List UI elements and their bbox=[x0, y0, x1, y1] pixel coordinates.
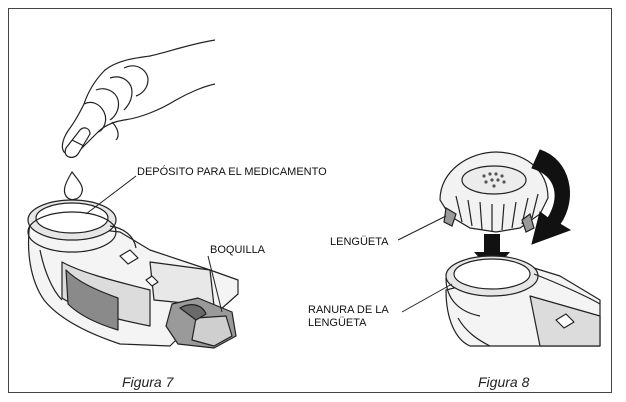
medication-drop bbox=[64, 172, 82, 199]
label-tab: LENGÜETA bbox=[330, 236, 388, 249]
inhaler-body-fig7 bbox=[28, 200, 238, 348]
label-slot-line1: RANURA DE LA bbox=[308, 304, 389, 317]
label-reservoir: DEPÓSITO PARA EL MEDICAMENTO bbox=[137, 166, 327, 179]
cap-dome-fig8 bbox=[440, 152, 548, 232]
medication-capsule bbox=[65, 128, 90, 157]
inhaler-body-fig8 bbox=[446, 256, 600, 346]
label-mouthpiece: BOQUILLA bbox=[210, 244, 265, 257]
leader-lines-fig8 bbox=[398, 216, 452, 312]
caption-figure-8: Figura 8 bbox=[478, 374, 529, 390]
caption-figure-7: Figura 7 bbox=[122, 374, 173, 390]
label-slot-line2: LENGÜETA bbox=[308, 317, 366, 330]
